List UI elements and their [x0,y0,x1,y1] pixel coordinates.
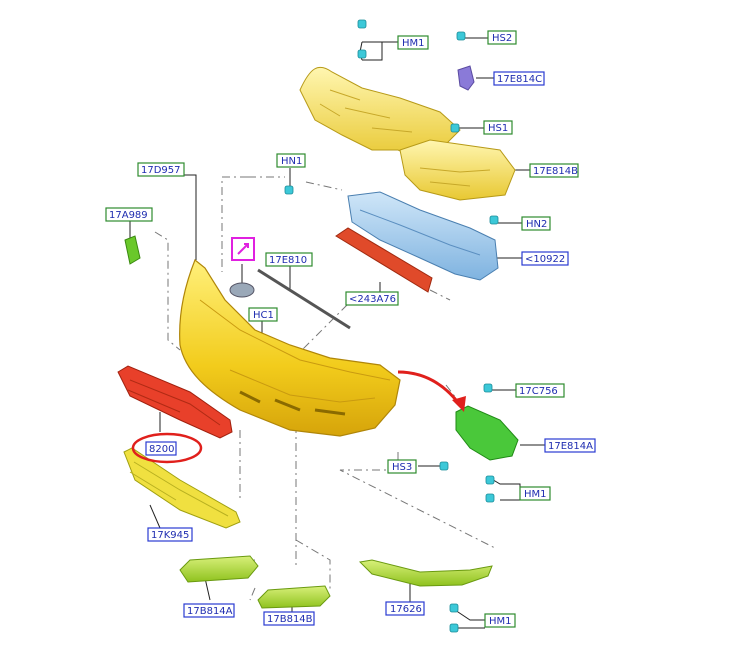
label-17e814a[interactable]: 17E814A [548,441,593,452]
label-17626[interactable]: 17626 [390,604,422,615]
label-hn2[interactable]: HN2 [526,219,547,230]
label-17e814b[interactable]: 17E814B [533,166,578,177]
label-hn1[interactable]: HN1 [281,156,302,167]
label-17e814c[interactable]: 17E814C [497,74,542,85]
label-17b814b[interactable]: 17B814B [267,614,313,625]
spoiler-17626 [358,559,493,587]
trim-17b814b [257,585,331,609]
label-10922[interactable]: <10922 [525,254,565,265]
trim-17b814a [179,555,259,583]
label-8200[interactable]: 8200 [149,444,174,455]
upper-absorber [299,67,516,201]
label-17b814a[interactable]: 17B814A [187,606,233,617]
leader-lines [154,176,496,601]
label-hm1-top[interactable]: HM1 [402,38,425,49]
label-hs2[interactable]: HS2 [492,33,512,44]
highlight-circle [131,432,203,464]
molding-17e810 [257,268,351,330]
absorber-243a76 [335,227,433,293]
bumper-cover [179,259,401,437]
logo-frame [231,237,255,261]
label-hm1-bottom[interactable]: HM1 [489,616,512,627]
clip-17a989 [124,235,141,265]
bracket-17e814a [455,405,519,461]
label-243a76[interactable]: <243A76 [349,294,396,305]
red-arrow [397,370,462,406]
solid-leaders [129,37,545,629]
label-hs1[interactable]: HS1 [488,123,508,134]
bumper-beam-10922 [347,191,499,281]
label-boxes: HM1 HS2 17E814C HS1 17E814B 17D957 HN1 1… [105,30,596,628]
grille-8200 [117,365,233,439]
label-17a989[interactable]: 17A989 [109,210,148,221]
label-hm1-right[interactable]: HM1 [524,489,547,500]
label-17d957[interactable]: 17D957 [141,165,181,176]
label-hs3[interactable]: HS3 [392,462,412,473]
label-17c756[interactable]: 17C756 [519,386,558,397]
label-hc1[interactable]: HC1 [253,310,274,321]
emblem [229,282,255,298]
label-17k945[interactable]: 17K945 [151,530,189,541]
label-17e810[interactable]: 17E810 [269,255,307,266]
bracket-17e814c [457,65,475,91]
